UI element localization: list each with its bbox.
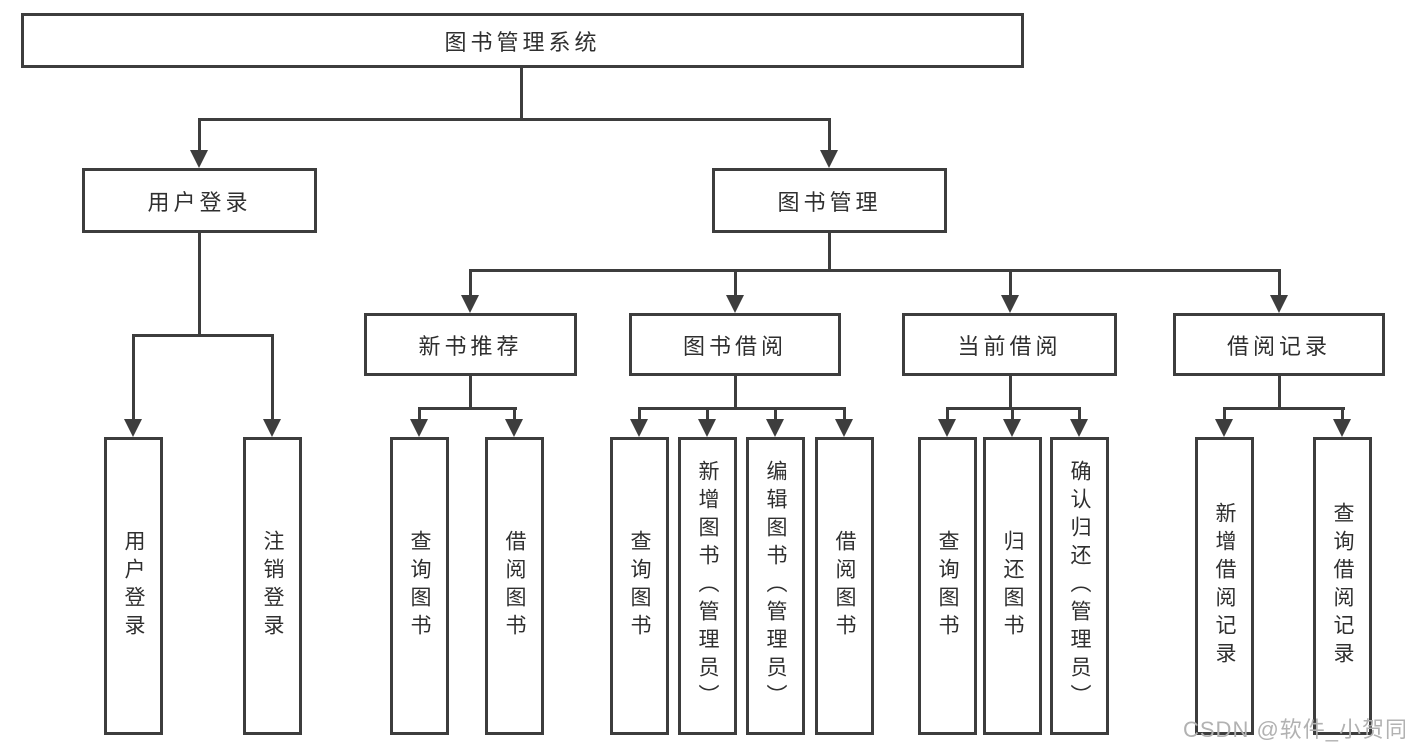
node-borrow-record: 借阅记录 xyxy=(1173,313,1385,376)
leaf-label: 查询图书 xyxy=(936,530,959,642)
leaf-query-book-recommend: 查询图书 xyxy=(390,437,449,735)
leaf-label: 新增借阅记录 xyxy=(1213,502,1236,670)
leaf-borrow-book-recommend: 借阅图书 xyxy=(485,437,544,735)
arrow-down-icon xyxy=(190,150,208,168)
node-label: 借阅记录 xyxy=(1226,333,1331,359)
leaf-label: 编辑图书（管理员） xyxy=(764,460,787,712)
connector-line xyxy=(706,407,709,423)
leaf-query-book-current: 查询图书 xyxy=(918,437,977,735)
connector-line xyxy=(1278,376,1281,409)
connector-line xyxy=(132,334,274,337)
connector-line xyxy=(418,407,517,410)
connector-line xyxy=(198,118,831,121)
node-book-management: 图书管理 xyxy=(712,168,947,233)
arrow-down-icon xyxy=(766,419,784,437)
connector-line xyxy=(774,407,777,423)
connector-line xyxy=(734,376,737,409)
node-label: 当前借阅 xyxy=(957,333,1062,359)
connector-line xyxy=(638,407,641,423)
connector-line xyxy=(946,407,949,423)
node-root: 图书管理系统 xyxy=(21,13,1024,68)
node-label: 用户登录 xyxy=(147,189,252,215)
leaf-borrow-book: 借阅图书 xyxy=(815,437,874,735)
connector-line xyxy=(1011,407,1014,423)
leaf-query-borrow-record: 查询借阅记录 xyxy=(1313,437,1372,735)
connector-line xyxy=(132,334,135,423)
connector-line xyxy=(828,118,831,154)
node-label: 新书推荐 xyxy=(418,333,523,359)
leaf-add-book-admin: 新增图书（管理员） xyxy=(678,437,737,735)
connector-line xyxy=(198,233,201,336)
connector-line xyxy=(271,334,274,423)
node-current-borrow: 当前借阅 xyxy=(902,313,1117,376)
connector-line xyxy=(1009,269,1012,299)
arrow-down-icon xyxy=(1333,419,1351,437)
leaf-logout-login: 注销登录 xyxy=(243,437,302,735)
leaf-label: 查询图书 xyxy=(408,530,431,642)
leaf-label: 借阅图书 xyxy=(833,530,856,642)
arrow-down-icon xyxy=(1003,419,1021,437)
connector-line xyxy=(1009,376,1012,409)
arrow-down-icon xyxy=(410,419,428,437)
leaf-label: 借阅图书 xyxy=(503,530,526,642)
leaf-label: 注销登录 xyxy=(261,530,284,642)
arrow-down-icon xyxy=(726,295,744,313)
leaf-label: 新增图书（管理员） xyxy=(696,460,719,712)
connector-line xyxy=(1223,407,1345,410)
connector-line xyxy=(1078,407,1081,423)
leaf-return-book: 归还图书 xyxy=(983,437,1042,735)
node-label: 图书管理 xyxy=(777,189,882,215)
leaf-edit-book-admin: 编辑图书（管理员） xyxy=(746,437,805,735)
connector-line xyxy=(1341,407,1344,423)
connector-line xyxy=(520,68,523,120)
connector-line xyxy=(513,407,516,423)
node-book-borrow: 图书借阅 xyxy=(629,313,841,376)
node-new-book-recommend: 新书推荐 xyxy=(364,313,577,376)
arrow-down-icon xyxy=(505,419,523,437)
arrow-down-icon xyxy=(1270,295,1288,313)
arrow-down-icon xyxy=(124,419,142,437)
connector-line xyxy=(734,269,737,299)
leaf-add-borrow-record: 新增借阅记录 xyxy=(1195,437,1254,735)
connector-line xyxy=(469,269,1281,272)
leaf-label: 归还图书 xyxy=(1001,530,1024,642)
arrow-down-icon xyxy=(1215,419,1233,437)
arrow-down-icon xyxy=(820,150,838,168)
arrow-down-icon xyxy=(1070,419,1088,437)
connector-line xyxy=(198,118,201,154)
connector-line xyxy=(1278,269,1281,299)
connector-line xyxy=(469,376,472,409)
csdn-watermark: CSDN @软件_小贺同学 xyxy=(1183,717,1405,742)
arrow-down-icon xyxy=(698,419,716,437)
connector-line xyxy=(843,407,846,423)
arrow-down-icon xyxy=(263,419,281,437)
node-label: 图书借阅 xyxy=(682,333,787,359)
arrow-down-icon xyxy=(938,419,956,437)
leaf-label: 确认归还（管理员） xyxy=(1068,460,1091,712)
leaf-label: 用户登录 xyxy=(122,530,145,642)
node-user-login: 用户登录 xyxy=(82,168,317,233)
connector-line xyxy=(1223,407,1226,423)
leaf-label: 查询图书 xyxy=(628,530,651,642)
arrow-down-icon xyxy=(461,295,479,313)
connector-line xyxy=(638,407,846,410)
arrow-down-icon xyxy=(630,419,648,437)
node-root-label: 图书管理系统 xyxy=(444,29,601,55)
connector-line xyxy=(828,233,831,271)
leaf-label: 查询借阅记录 xyxy=(1331,502,1354,670)
arrow-down-icon xyxy=(1001,295,1019,313)
leaf-confirm-return-admin: 确认归还（管理员） xyxy=(1050,437,1109,735)
arrow-down-icon xyxy=(835,419,853,437)
leaf-user-login: 用户登录 xyxy=(104,437,163,735)
connector-line xyxy=(418,407,421,423)
leaf-query-book-borrow: 查询图书 xyxy=(610,437,669,735)
connector-line xyxy=(469,269,472,299)
